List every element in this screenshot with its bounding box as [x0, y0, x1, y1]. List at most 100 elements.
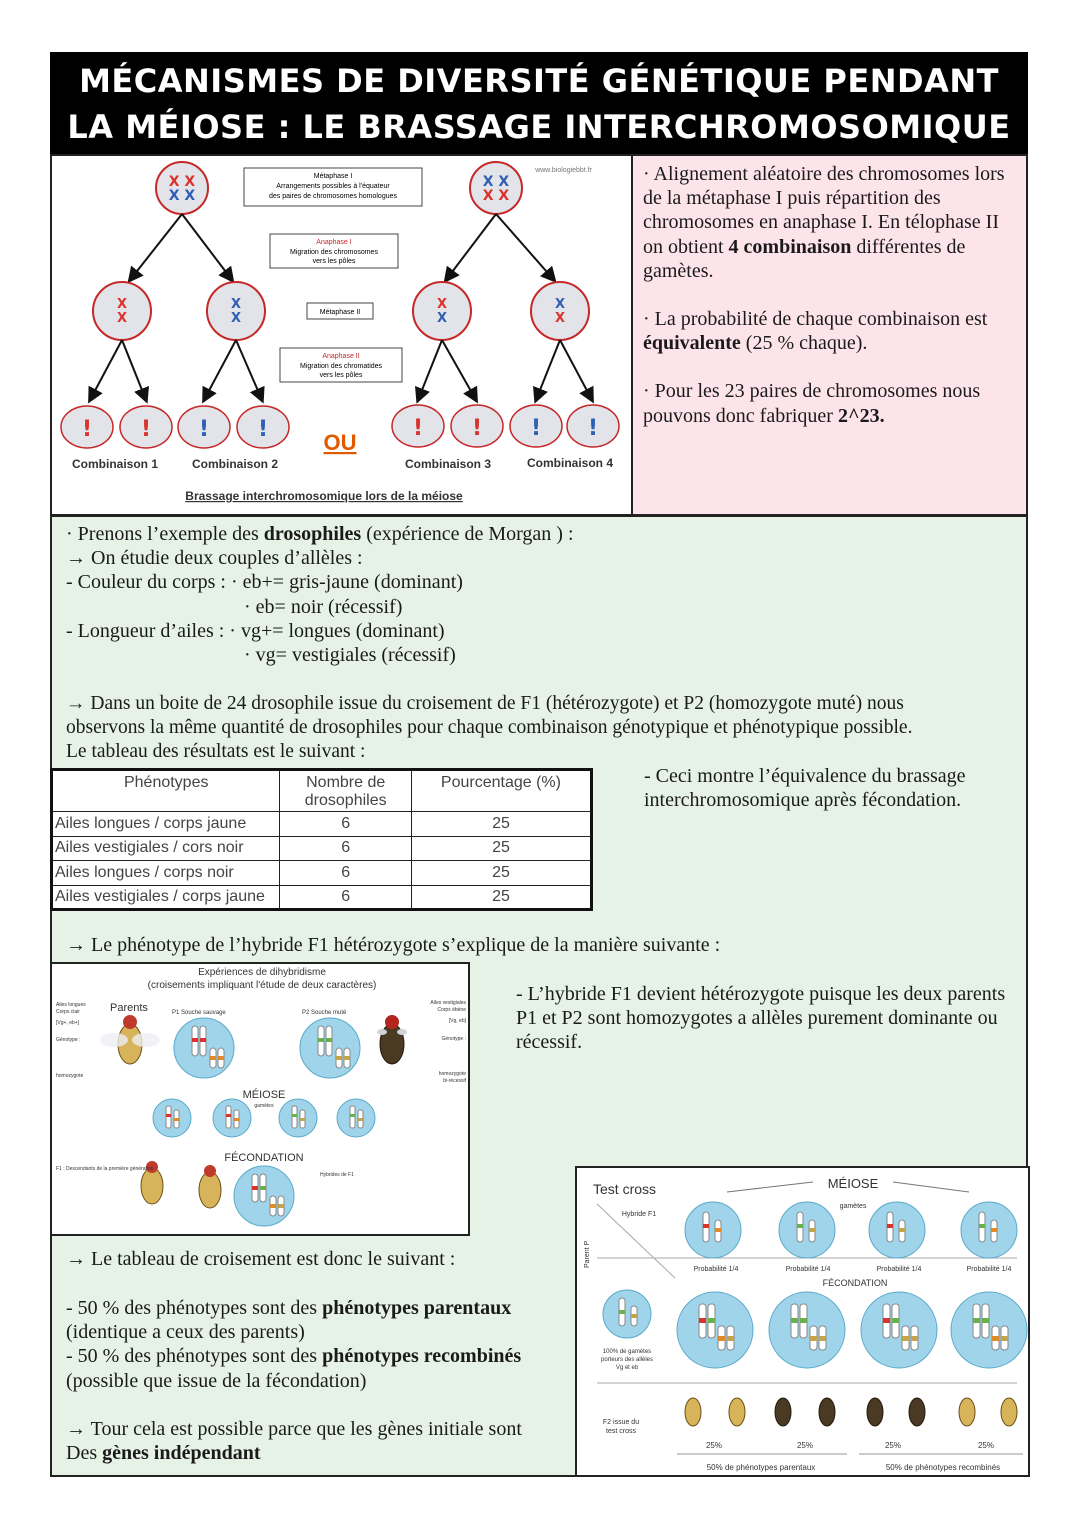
results-table: Phénotypes Nombre de drosophiles Pourcen… — [50, 768, 593, 911]
combination-4-label: Combinaison 4 — [527, 456, 613, 470]
meiosis-explanation-text: · Alignement aléatoire des chromosomes l… — [643, 162, 1021, 452]
conclusions: - 50 % des phénotypes sont des phénotype… — [66, 1296, 576, 1465]
table-cell: 6 — [279, 884, 412, 910]
table-cell: 25 — [410, 835, 593, 861]
cell-anaphase1-2: X X — [206, 281, 266, 341]
parent-p-cell — [602, 1289, 652, 1339]
right-notes: Ailes vestigiales Corps ébène [Vg, eb] G… — [430, 1000, 466, 1084]
svg-text:Migration des chromosomes: Migration des chromosomes — [290, 249, 378, 256]
svg-text:Génotype :: Génotype : — [56, 1037, 80, 1043]
testcross-gametes-label: gamètes — [840, 1203, 867, 1210]
hybrid-explain-text: - L’hybride F1 devient hétérozygote puis… — [516, 983, 1006, 1054]
svg-text:Migration des chromatides: Migration des chromatides — [300, 363, 383, 370]
svg-text:!: ! — [141, 417, 151, 442]
combination-1-label: Combinaison 1 — [72, 457, 158, 471]
svg-text:Expériences de dihybridisme: Expériences de dihybridisme — [198, 967, 326, 978]
table-cell: 25 — [410, 860, 593, 886]
recombined-percent-label: 50% de phénotypes recombinés — [886, 1463, 1000, 1472]
cell-p1 — [173, 1017, 235, 1079]
svg-text:Arrangements possibles à l'équ: Arrangements possibles à l'équateur — [276, 183, 390, 190]
cell-metaphase1-right: X X X X — [469, 161, 523, 215]
svg-text:[Vg, eb]: [Vg, eb] — [449, 1018, 467, 1024]
box-experiment-text: → Dans un boite de 24 drosophile issue d… — [66, 692, 1021, 765]
percent-4: 25% — [978, 1441, 994, 1450]
wing-length-line: - Longueur d’ailes : · vg+= longues (dom… — [66, 619, 445, 642]
svg-text:!: ! — [531, 416, 541, 441]
recombined-line: - 50 % des phénotypes sont des phénotype… — [66, 1345, 522, 1368]
table-header-row: Phénotypes Nombre de drosophiles Pourcen… — [50, 769, 593, 812]
probability-paragraph: · La probabilité de chaque combinaison e… — [643, 308, 988, 355]
dihybrid-diagram: Expériences de dihybridisme (croisements… — [56, 967, 467, 1227]
metaphase1-label: Métaphase I Arrangements possibles à l'é… — [243, 167, 423, 207]
svg-text:X: X — [555, 311, 565, 326]
table-row: Ailes vestigiales / cors noir 6 25 — [50, 835, 593, 861]
meiosis-diagram: www.biologiebbt.fr X X X X X X X X Métap… — [60, 161, 620, 503]
cell-anaphase1-3: X X — [412, 281, 472, 341]
svg-text:X: X — [231, 297, 241, 312]
svg-text:vers les pôles: vers les pôles — [313, 258, 356, 265]
body-color-recessive-line: · eb= noir (récessif) — [244, 595, 403, 618]
svg-text:[Vg+, eb+]: [Vg+, eb+] — [56, 1020, 80, 1026]
header-count: Nombre de drosophiles — [279, 769, 412, 812]
table-row: Ailes vestigiales / corps jaune 6 25 — [50, 884, 593, 910]
f2-flies-icon — [684, 1397, 1018, 1427]
svg-text:Ailes longues: Ailes longues — [56, 1002, 86, 1008]
hybrid-intro-text: → Le phénotype de l’hybride F1 hétérozyg… — [66, 934, 721, 956]
box-text-line-2: observons la même quantité de drosophile… — [66, 717, 913, 739]
meiose-label: MÉIOSE — [243, 1088, 286, 1101]
meiosis-explanation-panel — [631, 154, 1028, 516]
metaphase2-label: Métaphase II — [306, 302, 374, 320]
f1-flies-icon — [140, 1161, 222, 1209]
table-cell: Ailes longues / corps jaune — [50, 811, 281, 837]
svg-text:Corps ébène: Corps ébène — [437, 1007, 466, 1013]
svg-text:!: ! — [199, 417, 209, 442]
svg-text:X X: X X — [483, 188, 510, 204]
table-row: Ailes longues / corps jaune 6 25 — [50, 811, 593, 837]
combinations-paragraph: · Pour les 23 paires de chromosomes nous… — [643, 380, 981, 427]
table-cell: 6 — [279, 835, 412, 861]
svg-text:X X: X X — [169, 174, 196, 190]
title-line-1: MÉCANISMES DE DIVERSITÉ GÉNÉTIQUE PENDAN… — [79, 62, 999, 100]
cell-f1 — [233, 1165, 295, 1227]
svg-text:Ailes vestigiales: Ailes vestigiales — [430, 1000, 466, 1006]
body-color-line: - Couleur du corps : · eb+= gris-jaune (… — [66, 571, 463, 594]
parent-label: Parent P — [584, 1240, 591, 1268]
svg-text:Corps clair: Corps clair — [56, 1009, 80, 1015]
svg-text:vers les pôles: vers les pôles — [320, 372, 363, 379]
svg-text:X: X — [117, 297, 127, 312]
f2-label-1: F2 issue du — [603, 1419, 639, 1426]
hybrides-note: Hybrides de F1 — [320, 1172, 354, 1178]
svg-text:X: X — [231, 311, 241, 326]
gametes-row: ! ! ! ! ! ! ! ! — [60, 404, 620, 449]
fly-p2-icon — [377, 1015, 407, 1065]
svg-text:Génotype :: Génotype : — [442, 1036, 466, 1042]
combination-2-label: Combinaison 2 — [192, 457, 278, 471]
table-cell: 25 — [410, 884, 593, 910]
svg-text:X: X — [437, 311, 447, 326]
fecondation-label: FÉCONDATION — [224, 1151, 303, 1164]
table-cell: Ailes longues / corps noir — [50, 860, 281, 886]
svg-text:bi-récessif: bi-récessif — [443, 1078, 466, 1084]
svg-text:100% de gamètes: 100% de gamètes — [603, 1349, 651, 1355]
intro-line-1: · Prenons l’exemple des drosophiles (exp… — [66, 523, 574, 545]
cross-table-intro: → Le tableau de croisement est donc le s… — [66, 1248, 456, 1270]
header-phenotypes: Phénotypes — [50, 769, 281, 812]
parental-note: (identique a ceux des parents) — [66, 1321, 305, 1344]
percent-3: 25% — [885, 1441, 901, 1450]
svg-text:homozygote: homozygote — [56, 1073, 83, 1079]
testcross-title: Test cross — [593, 1181, 656, 1197]
cell-anaphase1-1: X X — [92, 281, 152, 341]
svg-text:P1 Souche sauvage: P1 Souche sauvage — [172, 1010, 226, 1016]
header-percentage: Pourcentage (%) — [410, 769, 593, 812]
svg-text:X: X — [437, 297, 447, 312]
probability-4: Probabilité 1/4 — [967, 1266, 1012, 1273]
alignment-paragraph: · Alignement aléatoire des chromosomes l… — [643, 163, 1005, 282]
percent-2: 25% — [797, 1441, 813, 1450]
title-line-2: LA MÉIOSE : LE BRASSAGE INTERCHROMOSOMIQ… — [67, 108, 1011, 146]
anaphase2-label: Anaphase II Migration des chromatides ve… — [279, 347, 403, 383]
svg-text:!: ! — [413, 416, 423, 441]
drosophila-intro: · Prenons l’exemple des drosophiles (exp… — [66, 522, 1016, 667]
anaphase1-label: Anaphase I Migration des chromosomes ver… — [269, 233, 399, 269]
box-text-line-1: → Dans un boite de 24 drosophile issue d… — [66, 693, 904, 714]
svg-text:!: ! — [588, 416, 598, 441]
